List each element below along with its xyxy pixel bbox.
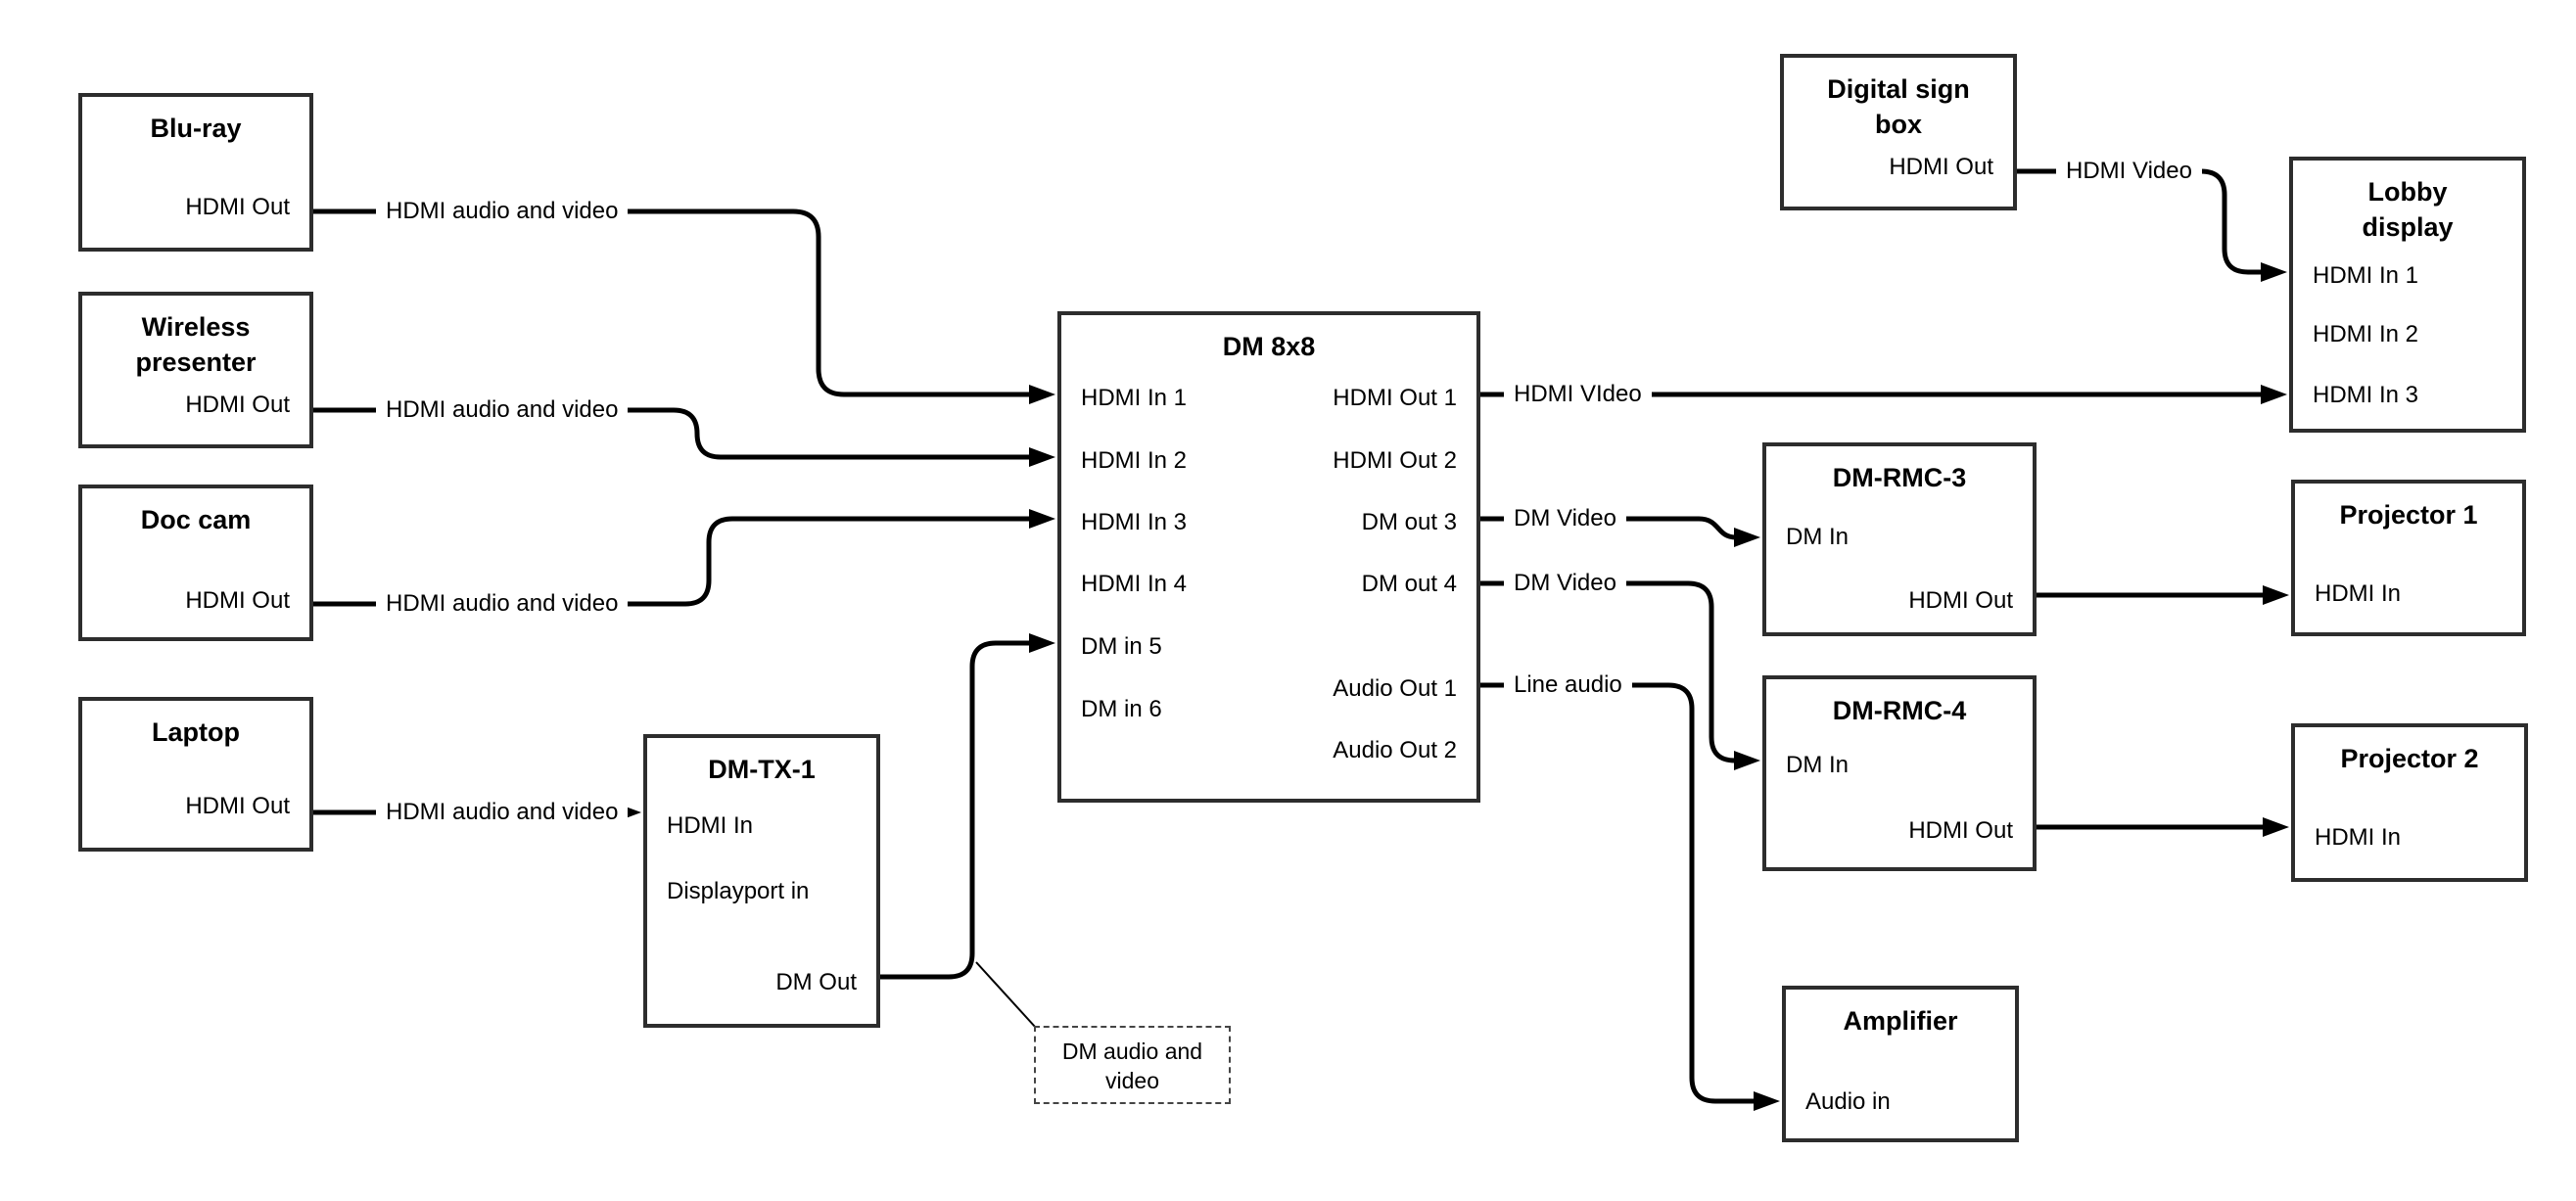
cable-label-dm-video-4: DM Video — [1504, 569, 1626, 598]
port-hdmi-in-2: HDMI In 2 — [2313, 321, 2419, 347]
node-title: Blu-ray — [150, 114, 242, 143]
cable-label-hdmi-audio-video-4: HDMI audio and video — [376, 798, 629, 827]
node-title: Projector 1 — [2339, 500, 2478, 530]
node-title: DM-RMC-3 — [1832, 463, 1967, 492]
cable-label-dm-video-3: DM Video — [1504, 504, 1626, 533]
node-dm-8x8: DM 8x8 HDMI In 1 HDMI In 2 HDMI In 3 HDM… — [1057, 311, 1480, 803]
port-hdmi-in: HDMI In — [2315, 580, 2402, 607]
cable-dm8x8-dmout4-to-rmc4-dm-in — [1480, 580, 1760, 770]
port-hdmi-out: HDMI Out — [1908, 817, 2013, 844]
node-digital-sign-box: Digital sign box HDMI Out — [1780, 54, 2017, 210]
port-audio-out-2: Audio Out 2 — [1333, 737, 1457, 763]
node-lobby-display: Lobby display HDMI In 1 HDMI In 2 HDMI In… — [2289, 157, 2526, 433]
port-dm-in-6: DM in 6 — [1081, 696, 1162, 722]
port-hdmi-in: HDMI In — [2315, 824, 2402, 851]
cable-label-line-audio: Line audio — [1504, 670, 1632, 700]
annotation-leader-line — [975, 961, 1037, 1029]
node-dm-rmc-3: DM-RMC-3 DM In HDMI Out — [1762, 442, 2037, 636]
node-title: DM-TX-1 — [708, 755, 816, 784]
node-wireless-presenter: Wireless presenter HDMI Out — [78, 292, 313, 448]
title-line-2: display — [2362, 212, 2454, 242]
cable-label-hdmi-audio-video-2: HDMI audio and video — [376, 395, 629, 425]
node-title: DM 8x8 — [1222, 332, 1316, 361]
port-hdmi-out-1: HDMI Out 1 — [1333, 385, 1457, 411]
cable-label-hdmi-audio-video-1: HDMI audio and video — [376, 197, 629, 226]
port-dm-out-4: DM out 4 — [1361, 571, 1457, 597]
node-title: Amplifier — [1843, 1006, 1958, 1036]
node-amplifier: Amplifier Audio in — [1782, 986, 2019, 1142]
node-title: DM-RMC-4 — [1832, 696, 1967, 725]
node-title: Lobby display — [2293, 174, 2522, 245]
port-hdmi-in-3: HDMI In 3 — [2313, 382, 2419, 408]
node-title: Doc cam — [140, 505, 252, 534]
annotation-line-2: video — [1105, 1068, 1159, 1093]
cable-dmtx1-dmout-to-dm8x8-dm-in-5 — [880, 633, 1055, 980]
port-audio-in: Audio in — [1805, 1088, 1891, 1115]
port-hdmi-in-2: HDMI In 2 — [1081, 447, 1188, 474]
annotation-line-1: DM audio and — [1061, 1039, 1203, 1064]
node-title: Projector 2 — [2340, 744, 2479, 773]
title-line-2: box — [1874, 110, 1922, 139]
port-displayport-in: Displayport in — [667, 878, 810, 904]
port-hdmi-out: HDMI Out — [1889, 154, 1993, 180]
title-line-1: Wireless — [141, 312, 251, 342]
node-title: Digital sign box — [1784, 71, 2013, 142]
node-title: Wireless presenter — [82, 309, 309, 380]
port-dm-out-3: DM out 3 — [1361, 509, 1457, 535]
node-dm-tx-1: DM-TX-1 HDMI In Displayport in DM Out — [643, 734, 880, 1028]
cable-digitalsign-to-lobby-hdmi-in-1 — [2017, 168, 2287, 282]
node-dm-rmc-4: DM-RMC-4 DM In HDMI Out — [1762, 675, 2037, 871]
port-hdmi-in: HDMI In — [667, 812, 754, 839]
node-blu-ray: Blu-ray HDMI Out — [78, 93, 313, 252]
port-dm-in: DM In — [1786, 752, 1850, 778]
port-hdmi-in-1: HDMI In 1 — [1081, 385, 1188, 411]
annotation-dm-audio-video: DM audio and video — [1034, 1026, 1231, 1104]
node-laptop: Laptop HDMI Out — [78, 697, 313, 852]
port-dm-in: DM In — [1786, 524, 1850, 550]
cable-dm8x8-dmout3-to-rmc3-dm-in — [1480, 516, 1760, 547]
cable-label-hdmi-video-sign: HDMI Video — [2056, 157, 2202, 186]
port-hdmi-out: HDMI Out — [185, 392, 290, 418]
cable-label-hdmi-video-out1: HDMI VIdeo — [1504, 380, 1652, 409]
port-hdmi-in-3: HDMI In 3 — [1081, 509, 1188, 535]
node-title: Laptop — [152, 717, 240, 747]
cable-dm8x8-audioout1-to-amplifier — [1480, 682, 1780, 1111]
node-doc-cam: Doc cam HDMI Out — [78, 485, 313, 641]
title-line-1: Lobby — [2367, 177, 2448, 207]
title-line-1: Digital sign — [1827, 74, 1970, 104]
port-hdmi-in-1: HDMI In 1 — [2313, 262, 2419, 289]
cable-doccam-to-dm8x8-hdmi-in-3 — [313, 509, 1055, 607]
port-audio-out-1: Audio Out 1 — [1333, 675, 1457, 702]
cable-wireless-to-dm8x8-hdmi-in-2 — [313, 407, 1055, 467]
port-hdmi-in-4: HDMI In 4 — [1081, 571, 1188, 597]
port-hdmi-out: HDMI Out — [185, 587, 290, 614]
port-hdmi-out-2: HDMI Out 2 — [1333, 447, 1457, 474]
title-line-2: presenter — [135, 347, 257, 377]
port-dm-out: DM Out — [775, 969, 857, 995]
port-hdmi-out: HDMI Out — [1908, 587, 2013, 614]
port-dm-in-5: DM in 5 — [1081, 633, 1162, 660]
port-hdmi-out: HDMI Out — [185, 194, 290, 220]
node-projector-1: Projector 1 HDMI In — [2291, 480, 2526, 636]
cable-bluray-to-dm8x8-hdmi-in-1 — [313, 208, 1055, 404]
cable-label-hdmi-audio-video-3: HDMI audio and video — [376, 589, 629, 619]
node-projector-2: Projector 2 HDMI In — [2291, 723, 2528, 882]
port-hdmi-out: HDMI Out — [185, 793, 290, 819]
